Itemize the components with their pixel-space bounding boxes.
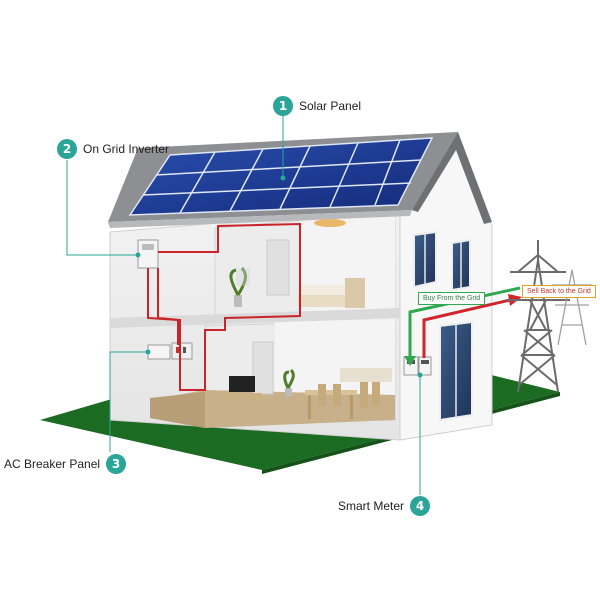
window-upper-right [451,238,471,292]
callout-4-badge: 4 [410,496,431,516]
tv [222,376,262,401]
inverter-device [137,239,159,269]
plant-lower [283,368,295,396]
ac-wire [147,268,179,345]
bed [298,278,365,308]
leader-inverter [66,160,138,256]
callout-3-badge: 3 [106,454,127,474]
callout-2-label: On Grid Inverter [83,142,170,156]
callout-smart-meter: Smart Meter 4 [338,496,431,516]
breaker-panel-device [147,342,193,360]
kitchen-counter [340,368,392,382]
sell-grid-line [422,298,511,358]
leader-lines [66,116,421,495]
ceiling-lamp [314,219,346,227]
lower-door [252,341,274,395]
callout-breaker-panel: AC Breaker Panel 3 [4,454,127,474]
transmission-tower [506,240,570,393]
buy-from-grid-tag: Buy From the Grid [418,292,486,305]
callout-1-badge: 1 [273,96,293,116]
callout-1-label: Solar Panel [299,99,362,113]
leader-breaker [109,351,148,452]
window-upper-left [413,230,437,289]
callout-inverter: 2 On Grid Inverter [57,139,169,159]
sell-back-grid-tag: Sell Back to the Grid [522,285,596,298]
dining-table [305,380,380,419]
plant-upper [229,267,247,307]
callout-2-badge: 2 [57,139,77,159]
callout-solar-panel: 1 Solar Panel [273,96,361,116]
patio-door [439,320,473,422]
callout-3-label: AC Breaker Panel [4,457,101,471]
painting [236,268,250,286]
transmission-tower-distant [552,269,592,346]
door [266,239,290,296]
callout-4-label: Smart Meter [338,499,405,513]
dc-wire [157,222,301,391]
